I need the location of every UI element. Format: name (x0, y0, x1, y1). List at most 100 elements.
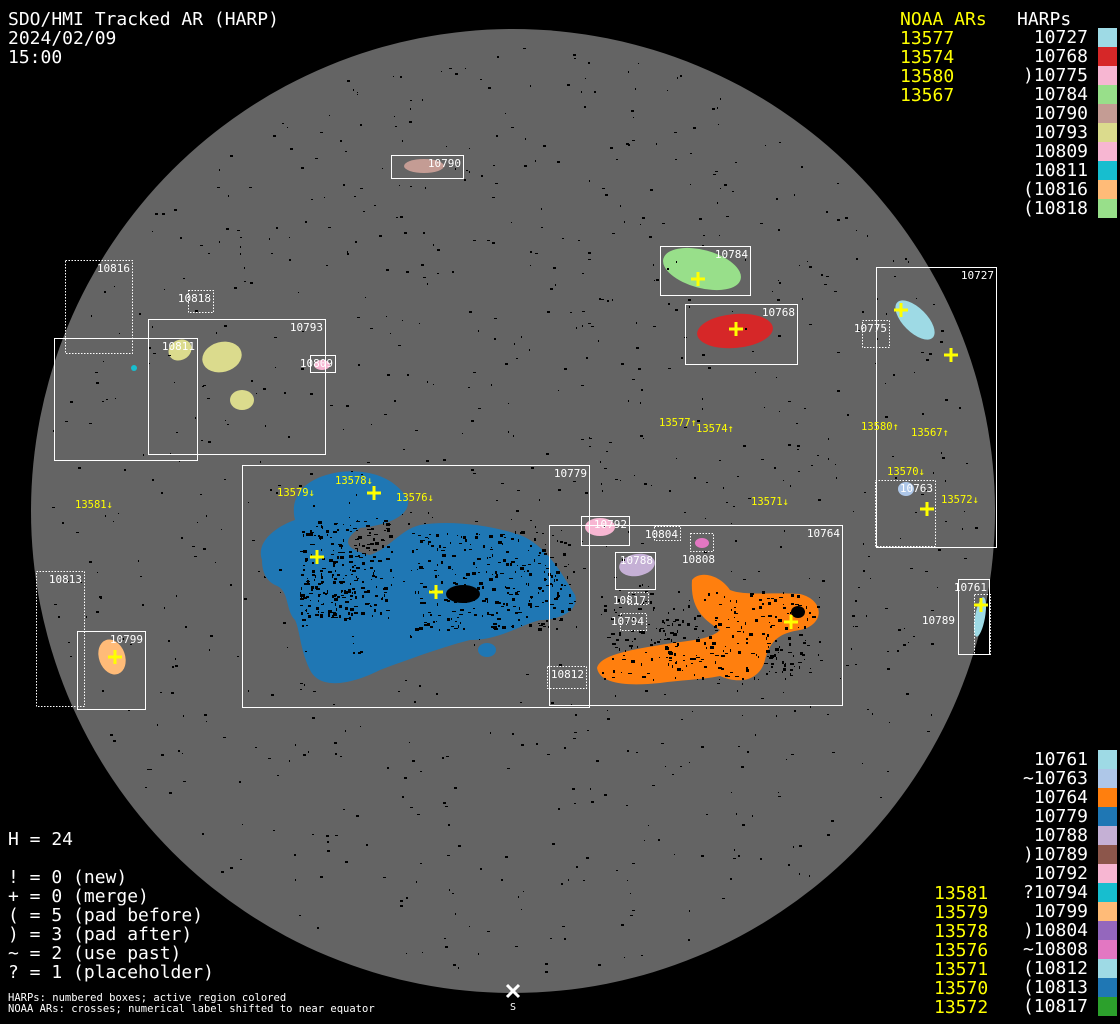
harp-box (77, 631, 146, 710)
harp-legend-label: ~10763 (1022, 768, 1088, 789)
harp-legend-label: )10775 (1022, 65, 1088, 86)
harp-box (615, 552, 656, 590)
harp-box-label: 10768 (762, 306, 795, 319)
date: 2024/02/09 (8, 28, 117, 49)
harp-legend-label: (10816 (1022, 179, 1088, 200)
harp-box-label: 10763 (900, 482, 933, 495)
harp-box-label: 10794 (611, 615, 644, 628)
noaa-cross-icon (691, 272, 705, 286)
harp-legend-label: 10809 (1033, 141, 1088, 162)
sunspot (446, 585, 480, 603)
harp-color-swatch (1098, 978, 1117, 997)
harp-color-swatch (1098, 997, 1117, 1016)
harp-legend-label: 10727 (1033, 27, 1088, 48)
harp-color-swatch (1098, 142, 1117, 161)
noaa-legend-label: 13570 (934, 978, 989, 999)
harp-color-swatch (1098, 769, 1117, 788)
harp-box (36, 571, 85, 707)
footnote-harps: HARPs: numbered boxes; active region col… (8, 992, 287, 1004)
active-region-patch (619, 553, 655, 577)
noaa-legend-label: 13577 (900, 28, 955, 49)
harp-legend-label: )10804 (1022, 920, 1088, 941)
harp-box-label: 10816 (97, 262, 130, 275)
active-region-patch-10764 (597, 574, 819, 685)
harp-legend-label: 10784 (1033, 84, 1088, 105)
harp-color-swatch (1098, 959, 1117, 978)
noaa-ar-label: 13579↓ (277, 487, 315, 499)
title: SDO/HMI Tracked AR (HARP) (8, 9, 279, 30)
noaa-ar-label: 13577↑ (659, 417, 697, 429)
harp-color-swatch (1098, 807, 1117, 826)
harp-color-swatch (1098, 902, 1117, 921)
noaa-cross-icon (920, 502, 934, 516)
harp-box (310, 355, 336, 373)
harp-color-swatch (1098, 104, 1117, 123)
harp-color-swatch (1098, 864, 1117, 883)
harp-legend-label: ~10808 (1022, 939, 1088, 960)
harp-box (876, 267, 997, 548)
harp-box-label: 10790 (428, 157, 461, 170)
active-region-patch (202, 341, 242, 373)
footnote-noaa: NOAA ARs: crosses; numerical label shift… (8, 1003, 375, 1015)
noaa-ar-label: 13571↓ (751, 496, 789, 508)
harp-box (628, 592, 649, 605)
harp-color-swatch (1098, 85, 1117, 104)
noaa-cross-icon (729, 322, 743, 336)
harp-box-label: 10779 (554, 467, 587, 480)
harp-legend-label: 10799 (1033, 901, 1088, 922)
harp-legend-label: 10790 (1033, 103, 1088, 124)
harp-legend-label: 10768 (1033, 46, 1088, 67)
harp-color-swatch (1098, 123, 1117, 142)
harp-box-label: 10727 (961, 269, 994, 282)
harp-box-label: 10775 (854, 322, 887, 335)
harp-color-swatch (1098, 940, 1117, 959)
noaa-ar-label: 13580↑ (861, 421, 899, 433)
harp-legend-label: (10813 (1022, 977, 1088, 998)
harp-box-label: 10784 (715, 248, 748, 261)
harp-box-label: 10809 (300, 357, 333, 370)
noaa-legend-label: 13579 (934, 902, 989, 923)
harp-box (148, 319, 326, 455)
active-region-patch (404, 159, 444, 173)
active-region-patch (168, 339, 192, 361)
harp-box-label: 10804 (645, 528, 678, 541)
harp-box-label: 10812 (551, 668, 584, 681)
harp-legend-label: 10761 (1033, 749, 1088, 770)
noaa-cross-icon (974, 598, 988, 612)
noaa-ar-label: 13574↑ (696, 423, 734, 435)
active-region-patch (585, 518, 615, 536)
harp-box-label: 10789 (922, 614, 955, 627)
harp-box (581, 516, 630, 546)
harp-box (65, 260, 133, 354)
harp-legend-label: ?10794 (1022, 882, 1088, 903)
harp-color-swatch (1098, 750, 1117, 769)
harp-box (690, 533, 714, 552)
harp-box-label: 10813 (49, 573, 82, 586)
harp-legend-label: 10764 (1033, 787, 1088, 808)
noaa-cross-icon (944, 348, 958, 362)
solar-disk (31, 29, 995, 993)
harps-heading: HARPs (1017, 9, 1072, 30)
harp-box-label: 10818 (178, 292, 211, 305)
harp-legend-label: 10811 (1033, 160, 1088, 181)
harp-color-swatch (1098, 180, 1117, 199)
noaa-cross-icon (310, 550, 324, 564)
flag-legend-line: ! = 0 (new) (8, 867, 128, 888)
south-pole-marker-icon (505, 983, 521, 999)
noaa-legend-label: 13571 (934, 959, 989, 980)
noaa-heading: NOAA ARs (900, 9, 987, 30)
noaa-ar-label: 13570↓ (887, 466, 925, 478)
harp-legend-label: 10793 (1033, 122, 1088, 143)
harp-legend-label: (10812 (1022, 958, 1088, 979)
noaa-legend-label: 13574 (900, 47, 955, 68)
harp-color-swatch (1098, 161, 1117, 180)
harp-box (875, 480, 936, 547)
harp-box-label: 10792 (594, 518, 627, 531)
noaa-legend-label: 13576 (934, 940, 989, 961)
harp-box (549, 525, 843, 706)
noaa-ar-label: 13578↓ (335, 475, 373, 487)
noaa-legend-label: 13572 (934, 997, 989, 1018)
harp-box (547, 666, 587, 689)
noaa-ar-label: 13581↓ (75, 499, 113, 511)
